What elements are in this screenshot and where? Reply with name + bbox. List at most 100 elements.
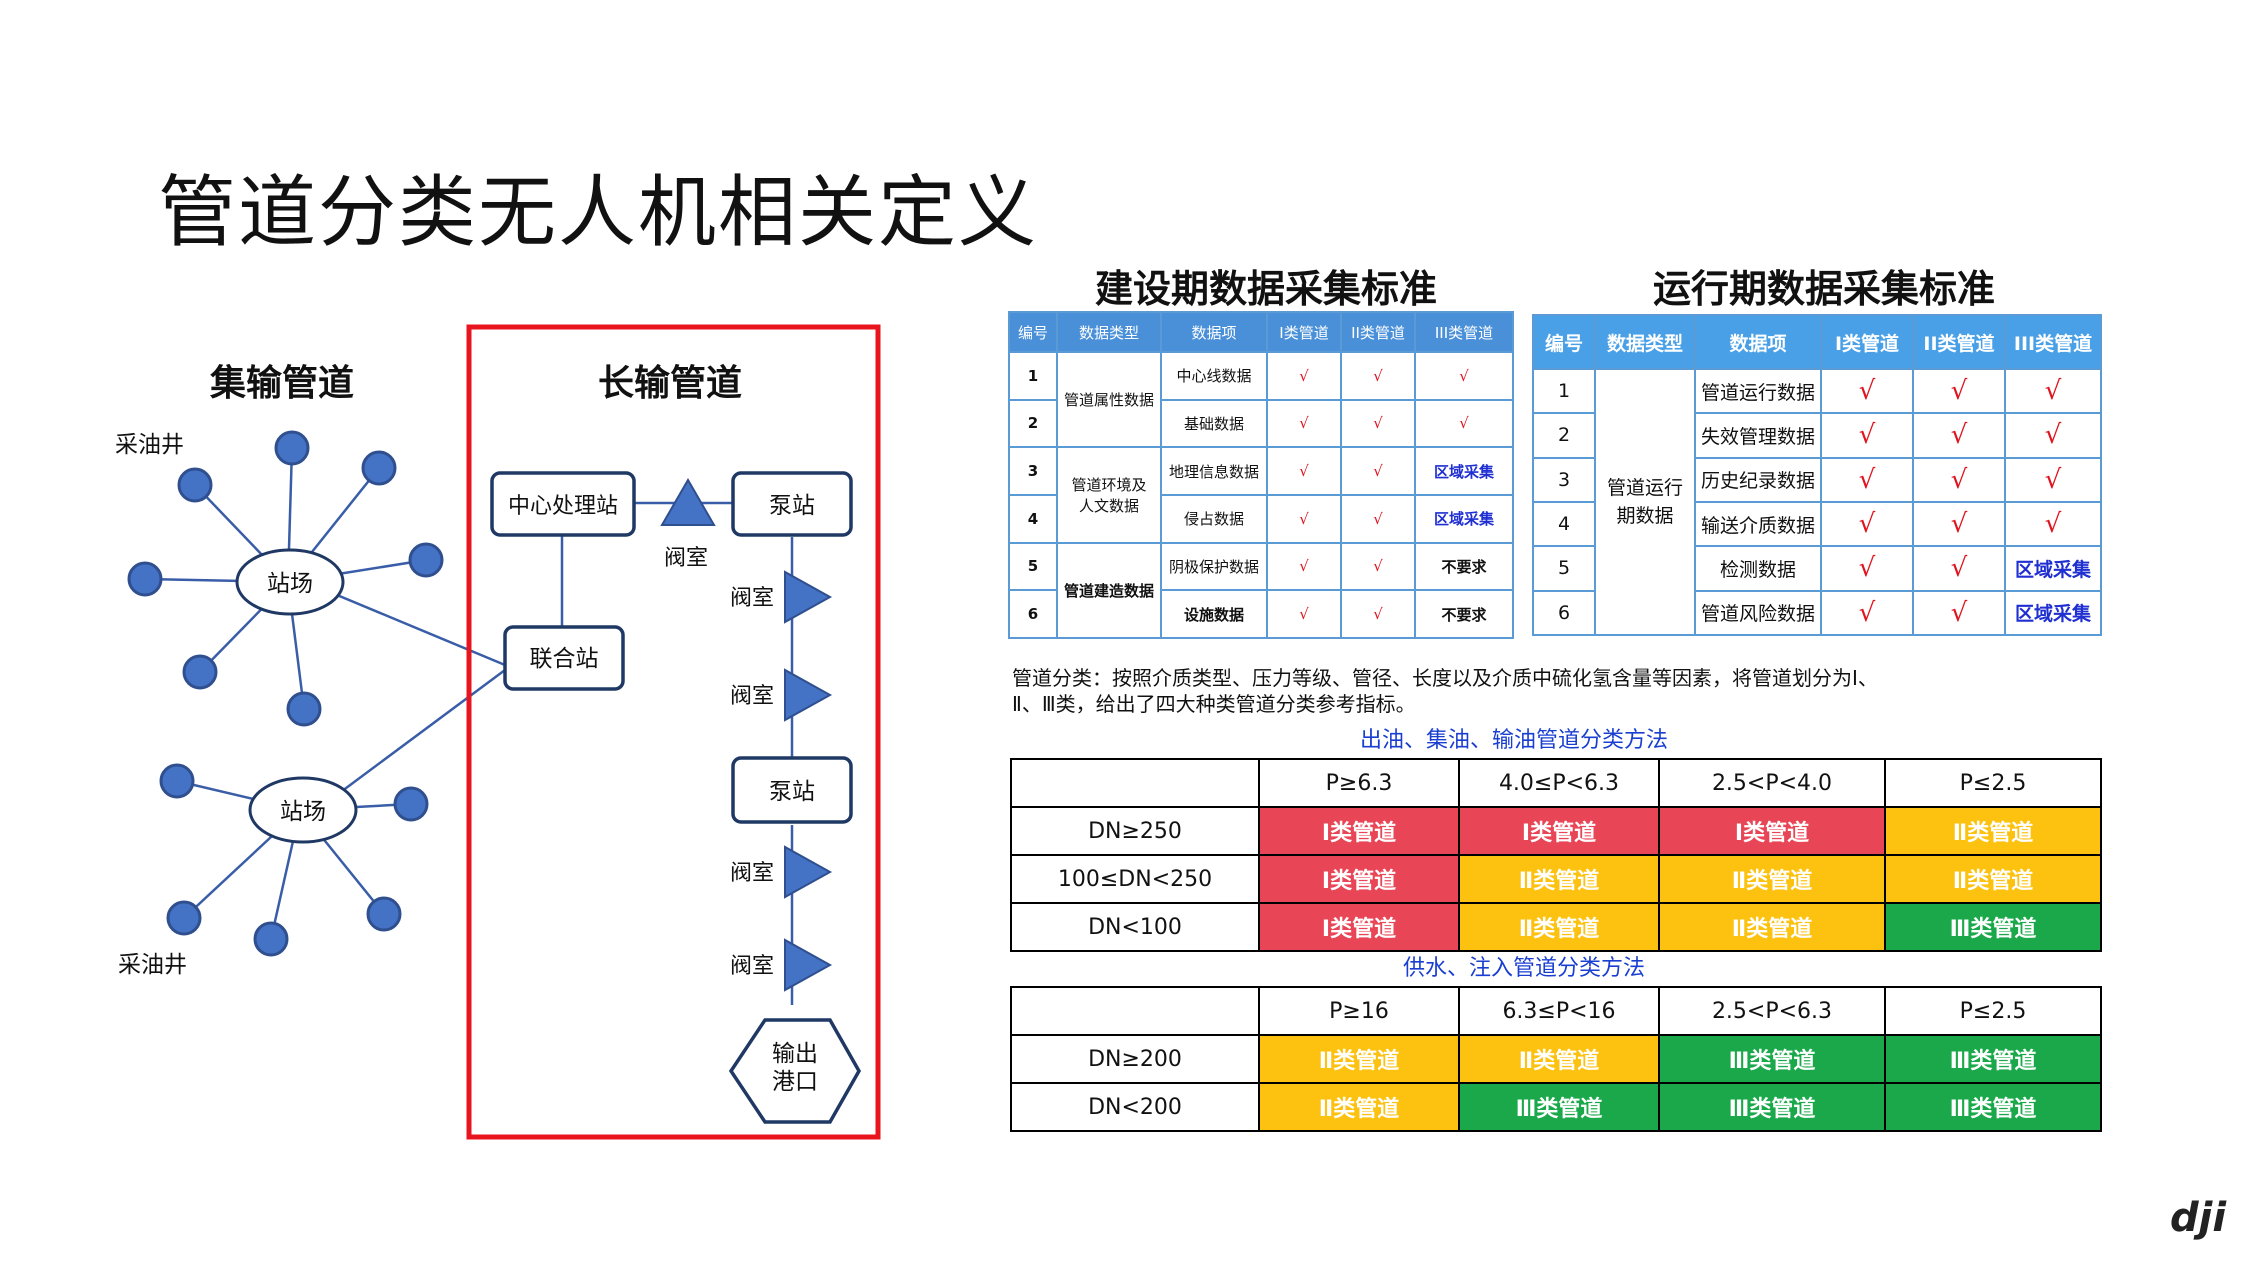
- table-header: P≥16: [1258, 986, 1460, 1036]
- table-header: II类管道: [1912, 314, 2006, 370]
- class-cell: Ⅱ类管道: [1258, 1034, 1460, 1084]
- class-cell: Ⅲ类管道: [1458, 1082, 1660, 1132]
- valve-label: 阀室: [664, 546, 708, 571]
- export-port-label-line: 港口: [772, 1069, 818, 1095]
- table-row: 4 输送介质数据 √ √ √: [1532, 500, 2102, 548]
- table-row: 2 基础数据 √ √ √: [1008, 398, 1514, 449]
- oil-well-node: [127, 561, 163, 597]
- well-label-bottom: 采油井: [118, 952, 187, 978]
- table-header: I类管道: [1266, 311, 1342, 353]
- oil-well-node: [366, 896, 402, 932]
- station-hub-upper: [235, 548, 345, 616]
- table-header: [1010, 758, 1260, 808]
- row-label: DN<200: [1010, 1082, 1260, 1132]
- operation-table: 编号 数据类型 数据项 I类管道 II类管道 III类管道 1 管道运行期数据 …: [1532, 314, 2102, 637]
- center-station-box: [490, 471, 636, 537]
- class-cell: Ⅰ类管道: [1658, 806, 1886, 856]
- oil-well-node: [274, 430, 310, 466]
- table-row: 5 管道建造数据 阴极保护数据 √ √ 不要求: [1008, 541, 1514, 640]
- export-port-label: 输出港口: [772, 1041, 818, 1095]
- oil-well-node: [182, 654, 218, 690]
- table-header: P≤2.5: [1884, 986, 2102, 1036]
- table-header: [1010, 986, 1260, 1036]
- row-label: DN≥250: [1010, 806, 1260, 856]
- water-table-caption: 供水、注入管道分类方法: [1403, 956, 1646, 981]
- valve-triangle: [784, 668, 833, 722]
- oil-well-node: [159, 763, 195, 799]
- class-cell: Ⅱ类管道: [1884, 806, 2102, 856]
- table-header: 数据项: [1160, 311, 1268, 353]
- table-header: III类管道: [1414, 311, 1514, 353]
- table-header: 2.5<P<6.3: [1658, 986, 1886, 1036]
- class-cell: Ⅱ类管道: [1458, 854, 1660, 904]
- valve-triangle: [784, 570, 833, 624]
- oil-well-node: [361, 450, 397, 486]
- well-label-top: 采油井: [115, 432, 184, 458]
- valve-label: 阀室: [730, 861, 774, 886]
- table-row: 3 历史纪录数据 √ √ √: [1532, 456, 2102, 503]
- table-header: 4.0≤P<6.3: [1458, 758, 1660, 808]
- oil-well-node: [286, 691, 322, 727]
- classification-description: 管道分类：按照介质类型、压力等级、管径、长度以及介质中硫化氢含量等因素，将管道划…: [1012, 666, 1878, 716]
- class-cell: Ⅱ类管道: [1658, 902, 1886, 952]
- export-port-hexagon: [728, 1018, 862, 1124]
- table-header: 6.3≤P<16: [1458, 986, 1660, 1036]
- valve-triangle-up: [660, 478, 716, 526]
- class-cell: Ⅰ类管道: [1458, 806, 1660, 856]
- table-row: 4 侵占数据 √ √ 区域采集: [1008, 493, 1514, 544]
- center-station-label: 中心处理站: [508, 494, 618, 519]
- table-header: 2.5<P<4.0: [1658, 758, 1886, 808]
- row-label: 100≤DN<250: [1010, 854, 1260, 904]
- table-header: P≥6.3: [1258, 758, 1460, 808]
- table-header: III类管道: [2004, 314, 2102, 370]
- table-row: 3 管道环境及人文数据 地理信息数据 √ √ 区域采集: [1008, 446, 1514, 544]
- joint-station-label: 联合站: [530, 646, 599, 672]
- oil-well-node: [166, 900, 202, 936]
- trunk-frame: [466, 324, 881, 1140]
- table-header: I类管道: [1820, 314, 1914, 370]
- valve-triangle: [784, 845, 833, 899]
- oil-table-caption: 出油、集油、输油管道分类方法: [1360, 728, 1669, 753]
- table-row: 1 管道属性数据 中心线数据 √ √ √: [1008, 350, 1514, 449]
- valve-triangles: [660, 478, 833, 992]
- class-cell: Ⅱ类管道: [1258, 1082, 1460, 1132]
- pump-label-mid: 泵站: [769, 779, 815, 805]
- class-cell: Ⅱ类管道: [1884, 854, 2102, 904]
- table-header: P≤2.5: [1884, 758, 2102, 808]
- construction-table: 编号 数据类型 数据项 I类管道 II类管道 III类管道 1 管道属性数据 中…: [1008, 311, 1514, 640]
- class-cell: Ⅲ类管道: [1658, 1034, 1886, 1084]
- valve-label: 阀室: [730, 586, 774, 611]
- valve-label: 阀室: [730, 954, 774, 979]
- class-cell: Ⅱ类管道: [1458, 902, 1660, 952]
- oil-well-nodes: [127, 430, 444, 957]
- oil-well-node: [408, 542, 444, 578]
- table-header: 编号: [1008, 311, 1058, 353]
- table-row: 6 管道风险数据 √ √ 区域采集: [1532, 589, 2102, 637]
- station-label-lower: 站场: [280, 799, 326, 825]
- class-cell: Ⅰ类管道: [1258, 806, 1460, 856]
- station-hub-lower: [248, 776, 358, 844]
- pump-label-top: 泵站: [769, 493, 815, 519]
- table-row: 1 管道运行期数据 管道运行数据 √ √ √: [1532, 367, 2102, 636]
- class-cell: Ⅱ类管道: [1658, 854, 1886, 904]
- class-cell: Ⅲ类管道: [1658, 1082, 1886, 1132]
- oil-well-node: [393, 786, 429, 822]
- table-header: 数据项: [1694, 314, 1822, 370]
- construction-title: 建设期数据采集标准: [1095, 267, 1438, 311]
- table-row: 6 设施数据 √ √ 不要求: [1008, 589, 1514, 639]
- row-label: DN<100: [1010, 902, 1260, 952]
- gathering-title: 集输管道: [209, 363, 354, 404]
- table-header: 数据类型: [1594, 314, 1696, 370]
- class-cell: Ⅲ类管道: [1884, 902, 2102, 952]
- export-port-label-line: 输出: [772, 1041, 818, 1067]
- trunk-title: 长输管道: [598, 363, 742, 404]
- dji-logo: dji: [2170, 1195, 2227, 1241]
- class-cell: Ⅰ类管道: [1258, 854, 1460, 904]
